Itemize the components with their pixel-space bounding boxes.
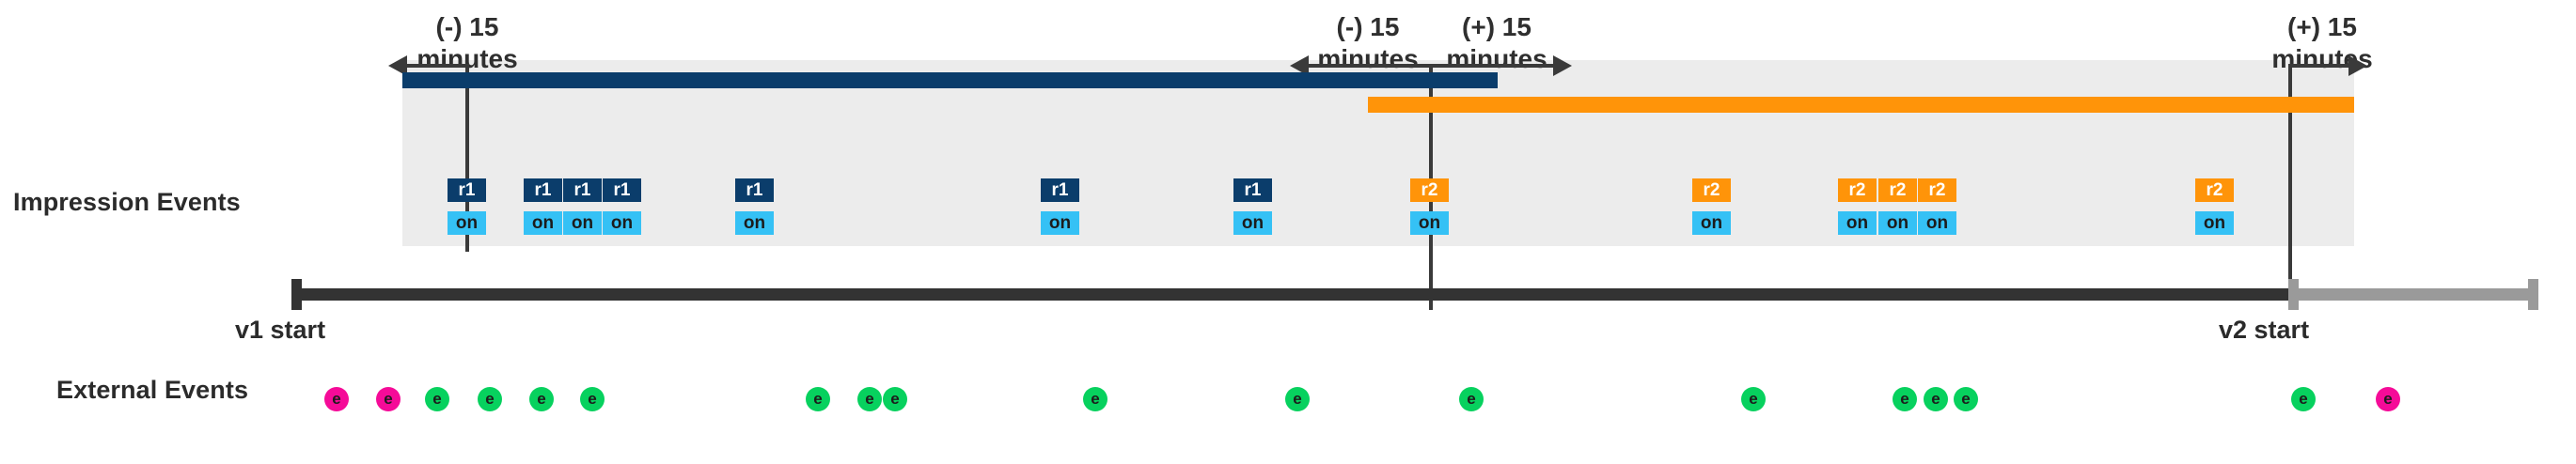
leader-hline-c4 bbox=[2290, 64, 2348, 68]
external-event-dot-green[interactable]: e bbox=[1924, 387, 1948, 411]
impression-rev-chip[interactable]: r1 bbox=[735, 178, 774, 202]
impression-rev-chip[interactable]: r2 bbox=[2195, 178, 2234, 202]
leader-hline-c3 bbox=[1431, 64, 1553, 68]
axis-end-cap bbox=[2528, 279, 2538, 310]
arrow-right-icon-c3 bbox=[1553, 55, 1572, 76]
external-event-dot-green[interactable]: e bbox=[857, 387, 882, 411]
impression-rev-chip[interactable]: r1 bbox=[563, 178, 602, 202]
leader-vline-c1 bbox=[465, 64, 469, 252]
external-event-dot-green[interactable]: e bbox=[529, 387, 554, 411]
external-event-dot-pink[interactable]: e bbox=[376, 387, 401, 411]
external-event-dot-green[interactable]: e bbox=[1459, 387, 1484, 411]
external-event-dot-pink[interactable]: e bbox=[324, 387, 349, 411]
impression-state-chip[interactable]: on bbox=[524, 211, 562, 235]
external-event-dot-green[interactable]: e bbox=[425, 387, 449, 411]
impression-state-chip[interactable]: on bbox=[1041, 211, 1079, 235]
callout-line-1: (+) 15 bbox=[2287, 12, 2357, 41]
v2-duration-bar bbox=[1368, 97, 2354, 113]
impression-state-chip[interactable]: on bbox=[563, 211, 602, 235]
external-events-row-label: External Events bbox=[56, 376, 249, 404]
external-event-dot-pink[interactable]: e bbox=[2376, 387, 2400, 411]
impression-rev-chip[interactable]: r2 bbox=[1838, 178, 1877, 202]
axis-start-cap bbox=[291, 279, 302, 310]
impression-state-chip[interactable]: on bbox=[1918, 211, 1956, 235]
impression-state-chip[interactable]: on bbox=[1233, 211, 1272, 235]
external-event-dot-green[interactable]: e bbox=[1893, 387, 1917, 411]
external-event-dot-green[interactable]: e bbox=[1954, 387, 1978, 411]
impression-rev-chip[interactable]: r1 bbox=[524, 178, 562, 202]
impression-state-chip[interactable]: on bbox=[735, 211, 774, 235]
impression-rev-chip[interactable]: r1 bbox=[448, 178, 486, 202]
external-event-dot-green[interactable]: e bbox=[1083, 387, 1107, 411]
impression-state-chip[interactable]: on bbox=[603, 211, 641, 235]
arrow-left-icon-c2 bbox=[1290, 55, 1309, 76]
impression-rev-chip[interactable]: r2 bbox=[1918, 178, 1956, 202]
v2-start-label: v2 start bbox=[2219, 316, 2310, 344]
impression-state-chip[interactable]: on bbox=[448, 211, 486, 235]
callout-c2: (-) 15 minutes bbox=[1246, 11, 1490, 75]
callout-line-2: minutes bbox=[1446, 44, 1547, 74]
external-event-dot-green[interactable]: e bbox=[883, 387, 907, 411]
observation-window-panel bbox=[402, 60, 2354, 246]
callout-line-2: minutes bbox=[2271, 44, 2373, 74]
arrow-right-icon-c4 bbox=[2348, 55, 2367, 76]
axis-future-segment bbox=[2288, 288, 2538, 301]
axis-active-segment bbox=[291, 288, 2288, 301]
v1-start-label: v1 start bbox=[235, 316, 326, 344]
external-event-dot-green[interactable]: e bbox=[806, 387, 830, 411]
impression-state-chip[interactable]: on bbox=[1878, 211, 1917, 235]
impression-rev-chip[interactable]: r2 bbox=[1410, 178, 1449, 202]
external-event-dot-green[interactable]: e bbox=[1741, 387, 1766, 411]
impression-state-chip[interactable]: on bbox=[1692, 211, 1731, 235]
impression-rev-chip[interactable]: r1 bbox=[1041, 178, 1079, 202]
external-event-dot-green[interactable]: e bbox=[2291, 387, 2316, 411]
impression-rev-chip[interactable]: r1 bbox=[1233, 178, 1272, 202]
impression-rev-chip[interactable]: r1 bbox=[603, 178, 641, 202]
impression-state-chip[interactable]: on bbox=[1838, 211, 1877, 235]
impression-state-chip[interactable]: on bbox=[2195, 211, 2234, 235]
external-event-dot-green[interactable]: e bbox=[478, 387, 502, 411]
axis-v2-cap bbox=[2288, 279, 2299, 310]
callout-c3: (+) 15 minutes bbox=[1374, 11, 1619, 75]
callout-line-1: (+) 15 bbox=[1462, 12, 1531, 41]
impression-rev-chip[interactable]: r2 bbox=[1692, 178, 1731, 202]
impression-rev-chip[interactable]: r2 bbox=[1878, 178, 1917, 202]
impression-state-chip[interactable]: on bbox=[1410, 211, 1449, 235]
leader-hline-c2 bbox=[1309, 64, 1431, 68]
impression-events-row-label: Impression Events bbox=[13, 188, 241, 216]
external-event-dot-green[interactable]: e bbox=[1285, 387, 1310, 411]
leader-hline-c1 bbox=[407, 64, 465, 68]
leader-vline-c4 bbox=[2288, 64, 2292, 310]
v1-duration-bar bbox=[402, 72, 1498, 88]
callout-line-2: minutes bbox=[1317, 44, 1419, 74]
external-event-dot-green[interactable]: e bbox=[580, 387, 605, 411]
arrow-left-icon-c1 bbox=[388, 55, 407, 76]
callout-line-1: (-) 15 bbox=[435, 12, 499, 41]
callout-line-1: (-) 15 bbox=[1336, 12, 1400, 41]
